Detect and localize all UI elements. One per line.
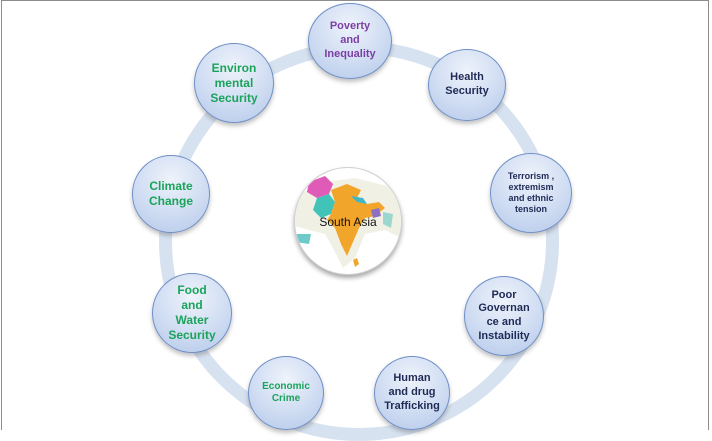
map-region-bangladesh: [371, 208, 381, 218]
node-terrorism-extremism: Terrorism , extremism and ethnic tension: [490, 153, 572, 233]
node-environmental-security: Environ mental Security: [194, 43, 274, 123]
south-asia-map-icon: [295, 176, 401, 268]
map-region-southwest: [295, 234, 311, 244]
node-economic-crime: Economic Crime: [248, 356, 324, 430]
map-region-india: [327, 184, 385, 256]
node-label: Climate Change: [148, 179, 193, 208]
map-region-nepal: [351, 196, 367, 204]
map-region-east: [383, 212, 393, 228]
node-label: Economic Crime: [262, 380, 310, 405]
node-label: Health Security: [445, 71, 489, 97]
node-health-security: Health Security: [428, 49, 506, 121]
node-poor-governance: Poor Governan ce and Instability: [464, 276, 544, 356]
node-label: Food and Water Security: [168, 283, 216, 342]
node-food-water-security: Food and Water Security: [152, 273, 232, 353]
map-region-sri-lanka: [353, 258, 359, 267]
node-human-drug-trafficking: Human and drug Trafficking: [374, 356, 450, 430]
center-label: South Asia: [319, 215, 377, 229]
node-label: Poverty and Inequality: [324, 20, 376, 60]
node-label: Terrorism , extremism and ethnic tension: [507, 170, 555, 215]
south-asia-map: South Asia: [294, 167, 402, 275]
map-region-west: [307, 176, 333, 198]
node-label: Poor Governan ce and Instability: [478, 288, 530, 342]
node-label: Human and drug Trafficking: [384, 372, 440, 412]
map-region-pakistan: [313, 194, 335, 218]
node-poverty-and-inequality: Poverty and Inequality: [308, 3, 392, 79]
node-label: Environ mental Security: [210, 60, 258, 105]
node-climate-change: Climate Change: [132, 155, 210, 233]
